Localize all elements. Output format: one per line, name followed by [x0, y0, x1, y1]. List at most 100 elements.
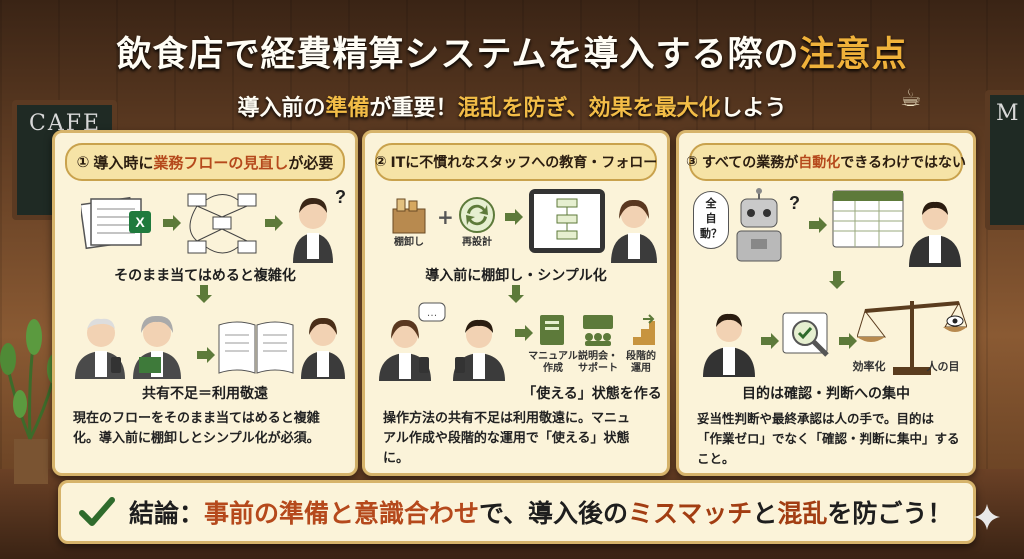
plus-icon: +	[437, 205, 454, 229]
inventory-box-icon	[392, 198, 426, 234]
svg-text:X: X	[135, 214, 145, 230]
bubble-line-1: 全	[705, 197, 717, 210]
svg-text:?: ?	[335, 187, 345, 207]
title-highlight: 注意点	[799, 35, 908, 75]
manager-staff-icon	[909, 201, 961, 267]
svg-text:?: ?	[789, 193, 800, 213]
panel-3-number: ③	[685, 154, 698, 170]
conclusion-part-3: と	[752, 499, 778, 528]
conclusion-highlight-2: ミスマッチ	[628, 499, 753, 528]
subtitle-part-3: しよう	[720, 96, 787, 121]
panel-3-header-post: できるわけではない	[840, 155, 967, 171]
manual-label-line-1: マニュアル	[528, 351, 578, 362]
arrow-right-icon	[163, 215, 181, 231]
confused-staff-icon: ?	[293, 187, 345, 263]
complex-flowchart-icon	[187, 193, 257, 254]
subtitle-highlight-1: 準備	[325, 96, 370, 121]
panel-3-header-highlight: 自動化	[798, 155, 841, 171]
panel-2-caption-1: 導入前に棚卸し・シンプル化	[425, 268, 607, 284]
open-manual-icon	[218, 321, 294, 374]
stepwise-label-line-2: 運用	[631, 363, 651, 374]
briefing-label-line-2: サポート	[578, 363, 618, 374]
page-subtitle: 導入前の準備が重要！混乱を防ぎ、効果を最大化しよう	[0, 90, 1024, 122]
stepwise-label-line-1: 段階的	[626, 351, 656, 362]
panel-1-description: 現在のフローをそのまま当てはめると複雑 化。導入前に棚卸しとシンプル化が必須。	[73, 409, 343, 449]
svg-text:…: …	[427, 307, 438, 319]
panel-2-number: ②	[374, 154, 387, 170]
conclusion-banner: 結論：事前の準備と意識合わせで、導入後のミスマッチと混乱を防ごう！	[58, 480, 976, 544]
arrow-right-icon	[809, 217, 827, 233]
manual-label: マニュアル 作成	[525, 351, 581, 375]
arrow-down-icon	[196, 285, 212, 303]
panel-1-header-pre: 導入時に	[93, 153, 154, 172]
stepwise-label: 段階的 運用	[619, 351, 663, 375]
panel-2-caption-2: 「使える」状態を作る	[522, 386, 662, 402]
fully-automatic-bubble: 全 自 動？	[693, 191, 729, 249]
subtitle-highlight-2: 混乱を防ぎ、効果を最大化	[457, 96, 721, 121]
conclusion-highlight-3: 混乱	[777, 499, 828, 528]
arrow-down-icon	[829, 271, 845, 289]
conclusion-highlight-1: 事前の準備と意識合わせ	[204, 499, 480, 528]
human-eye-label: 人の目	[926, 360, 960, 373]
menu-sign-text: M	[996, 101, 1019, 126]
magnifier-check-icon	[782, 312, 829, 357]
sparkle-icon	[974, 504, 1000, 530]
subtitle-part-1: 導入前の	[237, 96, 326, 121]
coffee-cup-icon: ☕	[900, 84, 922, 112]
panel-1-caption-1: そのまま当てはめると複雑化	[114, 268, 296, 284]
panel-3-description: 妥当性判断や最終承認は人の手で。目的は 「作業ゼロ」でなく「確認・判断に集中」す…	[697, 409, 961, 469]
briefing-session-icon	[583, 315, 613, 346]
panel-3-desc-line-1: 妥当性判断や最終承認は人の手で。目的は	[697, 411, 935, 426]
arrow-right-icon	[515, 325, 533, 341]
worried-staff-icon	[301, 317, 345, 379]
spreadsheet-screen-icon	[832, 190, 904, 248]
arrow-right-icon	[761, 333, 779, 349]
tablet-flowchart-icon	[529, 189, 605, 253]
panel-2-description: 操作方法の共有不足は利用敬遠に。マニュ アル作成や段階的な運用で「使える」状態に…	[383, 409, 655, 469]
redesign-cycle-icon	[459, 197, 495, 233]
arrow-right-icon	[505, 209, 523, 225]
arrow-right-icon	[197, 347, 215, 363]
title-prefix: 飲食店で経費精算システムを導入する際の	[116, 35, 800, 75]
menu-chalkboard: M	[985, 90, 1024, 230]
panel-1-desc-line-2: 化。導入前に棚卸しとシンプル化が必須。	[73, 431, 320, 446]
conclusion-part-4: を防ごう！	[827, 499, 953, 528]
panel-1-header-highlight: 業務フローの見直し	[153, 153, 289, 172]
bubble-line-3: 動？	[700, 227, 722, 240]
arrow-right-icon	[265, 215, 283, 231]
page-title: 飲食店で経費精算システムを導入する際の注意点	[0, 26, 1024, 77]
manual-book-icon	[540, 315, 564, 345]
briefing-label: 説明会・ サポート	[571, 351, 625, 375]
conclusion-text: 結論：事前の準備と意識合わせで、導入後のミスマッチと混乱を防ごう！	[129, 494, 952, 530]
panel-1-desc-line-1: 現在のフローをそのまま当てはめると複雑	[73, 411, 320, 426]
panel-1-number: ①	[76, 153, 90, 171]
subtitle-part-2: が重要！	[369, 96, 458, 121]
conclusion-label: 結論：	[129, 499, 205, 528]
thinking-staff-icon	[703, 313, 755, 377]
panel-1-header-post: が必要	[288, 153, 334, 172]
efficiency-label: 効率化	[852, 360, 886, 373]
trainer-staff-icon	[611, 199, 657, 263]
documents-icon: X	[81, 196, 151, 250]
stairs-icon	[625, 314, 655, 345]
panel-3-desc-line-2: 「作業ゼロ」でなく「確認・判断に集中」すること。	[697, 431, 960, 466]
staff-with-phones-icon: …	[379, 302, 505, 381]
arrow-right-icon	[839, 333, 857, 349]
plant-decoration	[0, 319, 60, 484]
panel-3-caption-2: 目的は確認・判断への集中	[742, 386, 910, 402]
bubble-line-2: 自	[705, 212, 717, 225]
panel-2-desc-line-1: 操作方法の共有不足は利用敬遠に。マニュ	[383, 411, 631, 426]
panel-1-caption-2: 共有不足＝利用敬遠	[142, 386, 268, 402]
redesign-label: 再設計	[462, 237, 492, 248]
checkmark-icon	[79, 497, 115, 526]
conclusion-part-2: で、導入後の	[479, 499, 629, 528]
briefing-label-line-1: 説明会・	[578, 351, 618, 362]
panel-3-header-pre: すべての業務が	[701, 155, 799, 171]
robot-icon: ?	[736, 188, 800, 262]
